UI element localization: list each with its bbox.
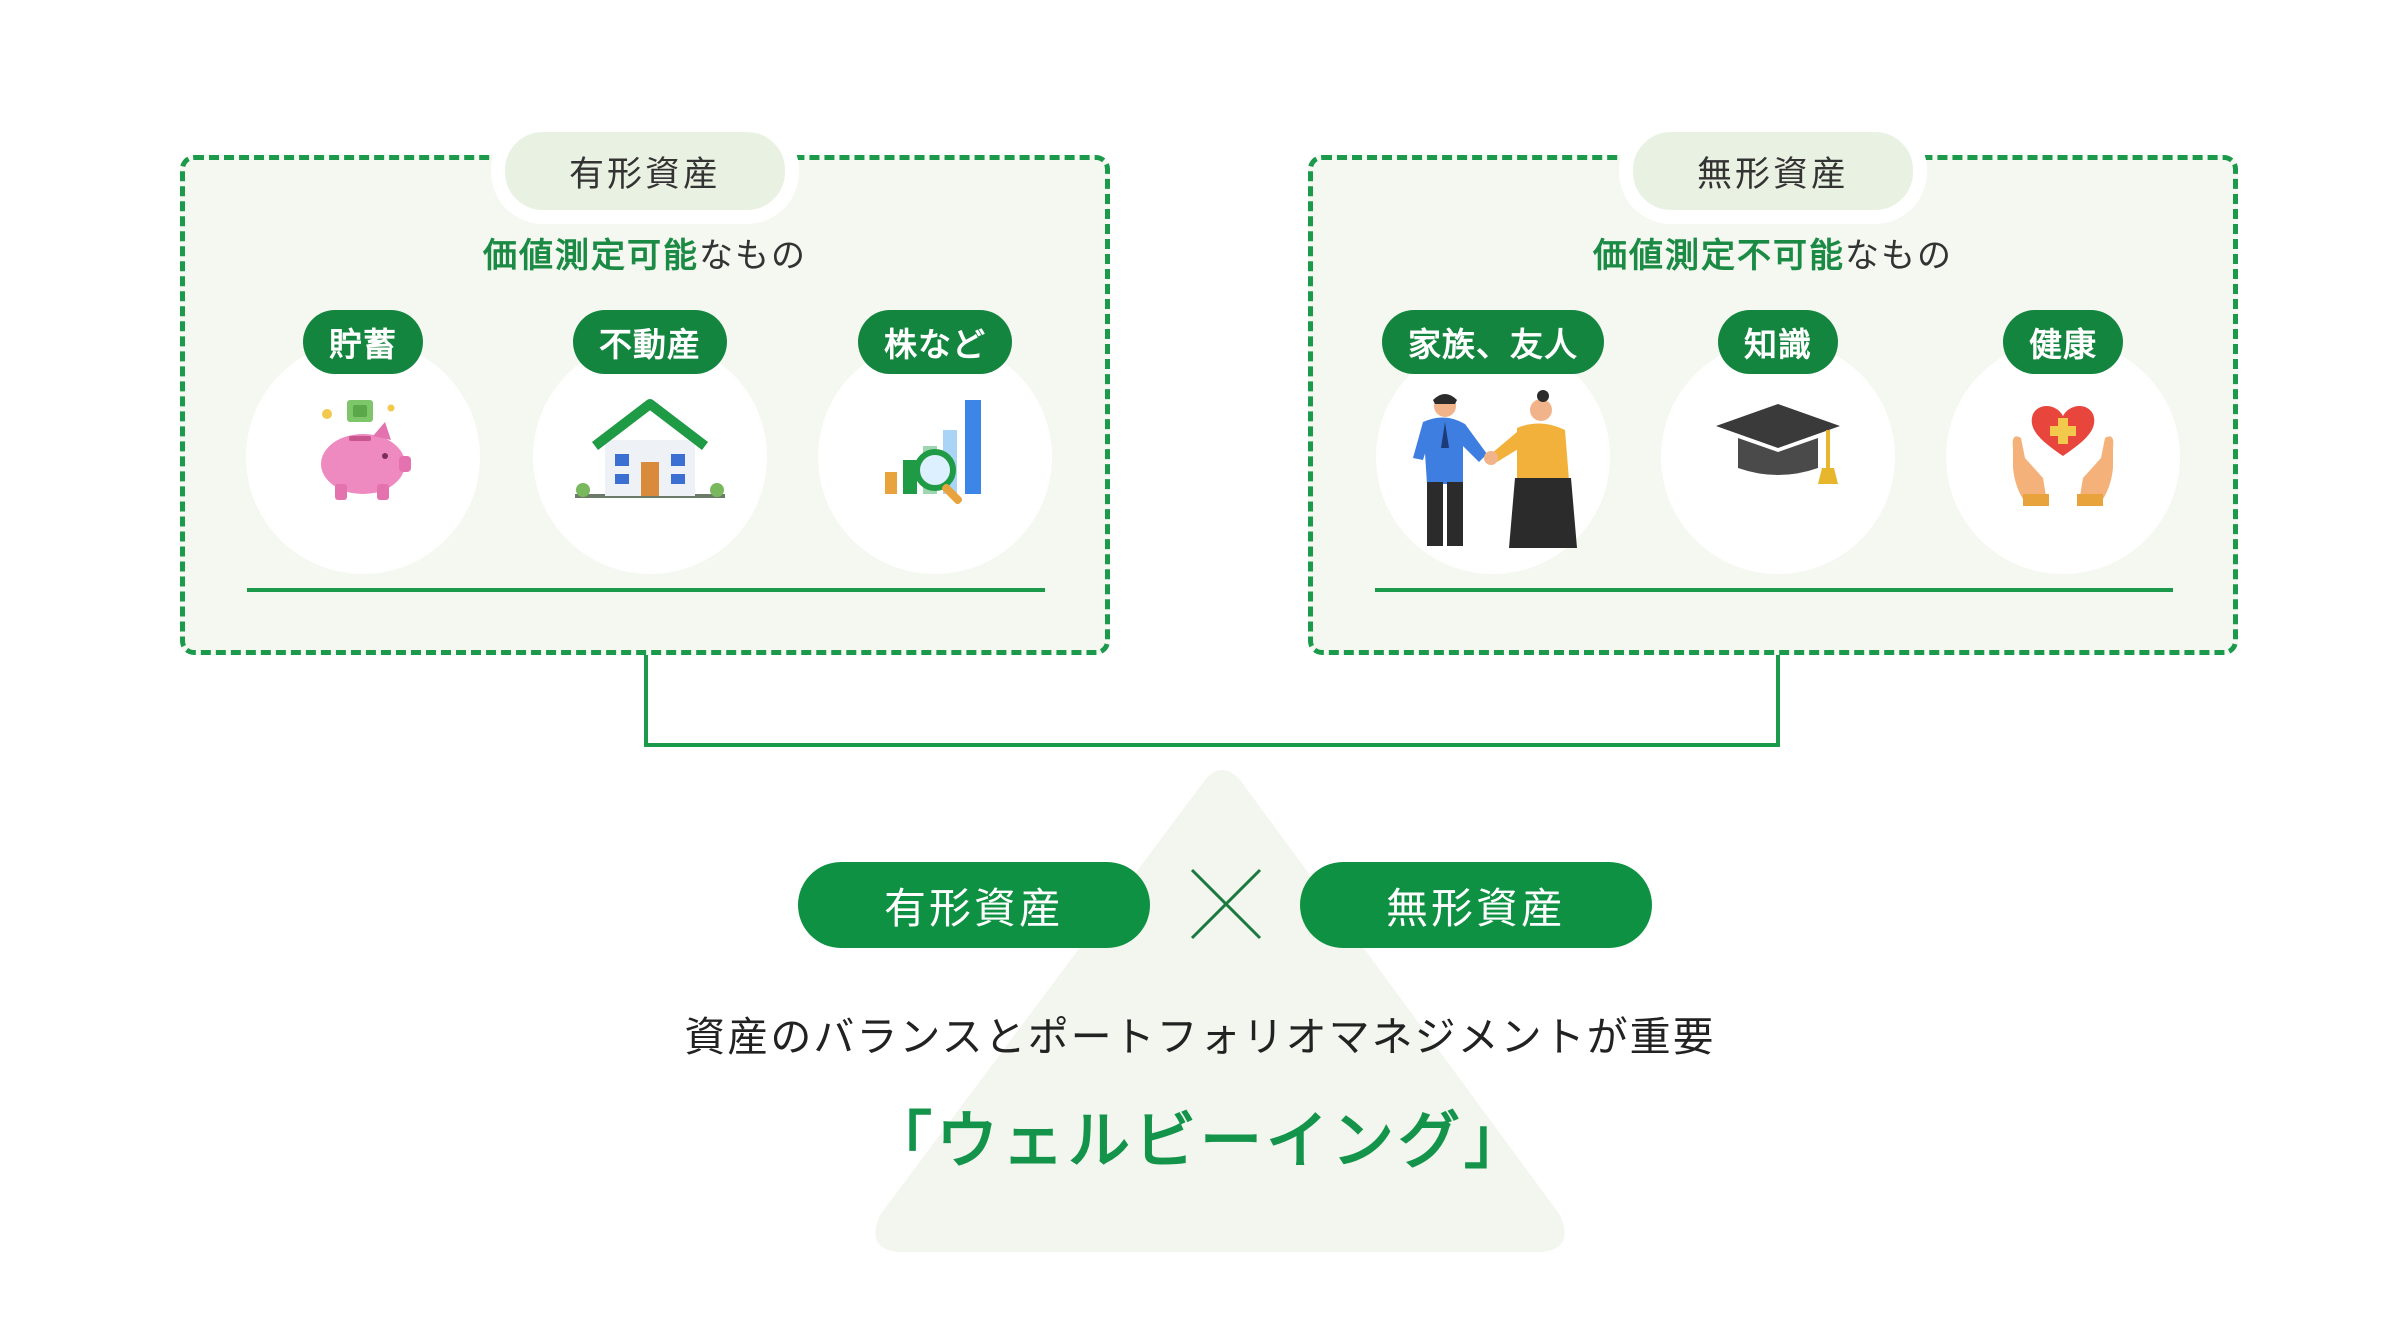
intangible-baseline [1375,588,2173,592]
intangible-assets-subtitle: 価値測定不可能なもの [1313,228,2233,277]
connector-right-vertical [1776,585,1780,747]
wellbeing-title: 「ウェルビーイング」 [869,1104,1530,1177]
subtitle-rest: なもの [699,236,807,276]
item-stocks: 株など [815,310,1055,574]
balance-statement: 資産のバランスとポートフォリオマネジメントが重要 [684,1013,1716,1061]
subtitle-emphasis: 価値測定可能 [483,236,699,276]
house-icon [565,398,735,507]
item-family-friends: 家族、友人 [1373,310,1613,574]
cross-icon [1188,866,1264,946]
tangible-assets-tag: 有形資産 [491,118,799,224]
tangible-assets-panel: 有形資産 価値測定可能なもの 貯蓄 [180,118,1110,655]
stock-chart-icon [875,398,995,512]
item-health: 健康 [1943,310,2183,574]
graduation-cap-icon [1708,398,1848,502]
item-real-estate: 不動産 [530,310,770,574]
item-label-health: 健康 [2003,310,2123,374]
tangible-baseline [247,588,1045,592]
tangible-assets-pill: 有形資産 [798,862,1150,948]
connector-left-vertical [644,585,648,747]
intangible-assets-pill: 無形資産 [1300,862,1652,948]
handshake-people-icon [1393,388,1593,562]
item-label-family-friends: 家族、友人 [1382,310,1604,374]
item-label-savings: 貯蓄 [303,310,423,374]
intangible-assets-tag: 無形資産 [1619,118,1927,224]
item-label-real-estate: 不動産 [573,310,727,374]
item-savings: 貯蓄 [243,310,483,574]
item-label-stocks: 株など [858,310,1012,374]
heart-hands-icon [2003,398,2123,512]
subtitle-emphasis: 価値測定不可能 [1593,236,1845,276]
subtitle-rest: なもの [1845,236,1953,276]
connector-horizontal [644,743,1780,747]
item-label-knowledge: 知識 [1718,310,1838,374]
item-knowledge: 知識 [1658,310,1898,574]
intangible-assets-panel: 無形資産 価値測定不可能なもの [1308,118,2238,655]
tangible-assets-subtitle: 価値測定可能なもの [185,228,1105,277]
piggy-bank-icon [303,398,423,512]
